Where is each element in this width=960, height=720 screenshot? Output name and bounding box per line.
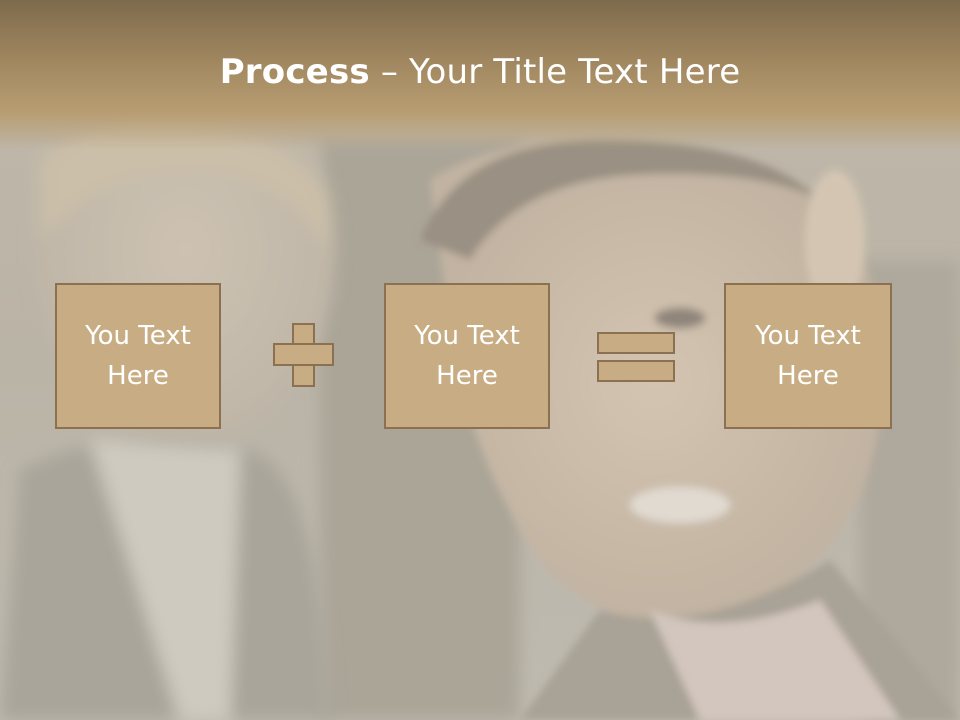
- plus-icon-center: [294, 345, 313, 364]
- title-bar: [0, 0, 960, 150]
- step-2-line-1: You Text: [414, 321, 520, 351]
- step-1-line-1: You Text: [85, 321, 191, 351]
- step-3-line-2: Here: [777, 361, 839, 391]
- step-3-line-1: You Text: [755, 321, 861, 351]
- slide-title[interactable]: Process – Your Title Text Here: [0, 52, 960, 92]
- step-2-line-2: Here: [436, 361, 498, 391]
- equals-icon-bottom-bar: [597, 360, 675, 382]
- equals-icon-top-bar: [597, 332, 675, 354]
- title-rest: – Your Title Text Here: [369, 52, 741, 92]
- step-1-line-2: Here: [107, 361, 169, 391]
- title-bold: Process: [219, 52, 370, 92]
